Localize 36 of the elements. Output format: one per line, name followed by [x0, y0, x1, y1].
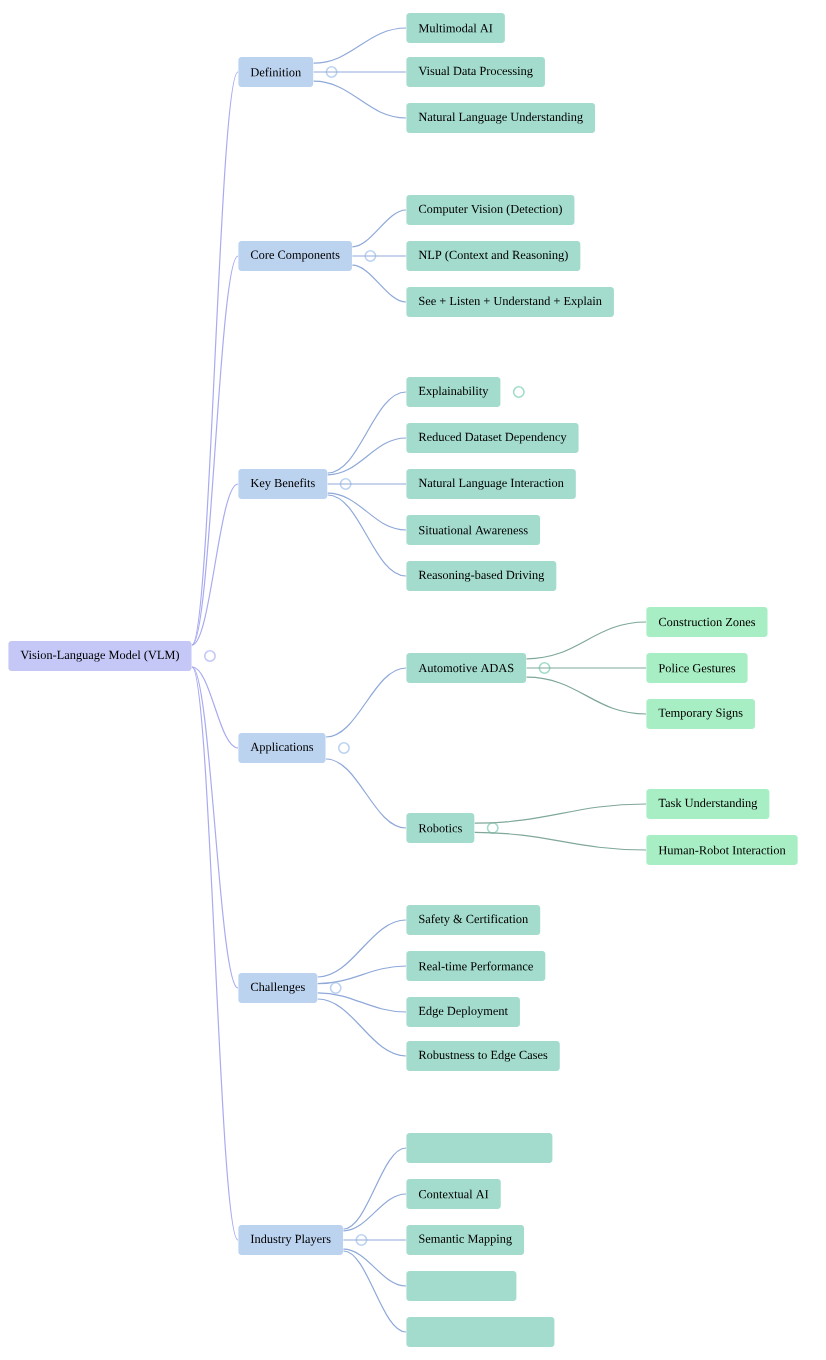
connector-line — [325, 758, 407, 829]
connector-line — [317, 919, 407, 978]
connector-line — [351, 264, 407, 303]
connector-line — [342, 1248, 407, 1287]
connector-line — [317, 965, 407, 985]
connector-line — [317, 998, 407, 1057]
connector-line — [191, 666, 239, 989]
connector-line — [351, 255, 407, 257]
connector-line — [525, 667, 647, 669]
connector-line — [327, 437, 407, 476]
connector-line — [191, 255, 239, 646]
connector-line — [312, 80, 407, 119]
connector-line — [327, 494, 407, 577]
connector-line — [342, 1193, 407, 1232]
connector-line — [342, 1147, 407, 1230]
connector-line — [327, 483, 407, 485]
connector-line — [191, 666, 239, 749]
item-box — [406, 1317, 555, 1347]
connector-line — [351, 209, 407, 248]
item-box — [406, 1271, 517, 1301]
connector-line — [325, 667, 407, 738]
connector-line — [317, 992, 407, 1013]
connector-line — [525, 676, 647, 715]
item-box — [406, 1133, 553, 1163]
connector-line — [312, 27, 407, 64]
connector-line — [312, 71, 407, 73]
connector-line — [474, 803, 647, 824]
connector-line — [327, 391, 407, 474]
connector-line — [191, 483, 239, 646]
connector-line — [474, 831, 647, 851]
connector-line — [342, 1250, 407, 1333]
connector-line — [191, 666, 239, 1241]
connector-line — [525, 621, 647, 660]
connector-line — [342, 1239, 407, 1241]
connector-line — [327, 492, 407, 531]
connector-line — [191, 71, 239, 646]
